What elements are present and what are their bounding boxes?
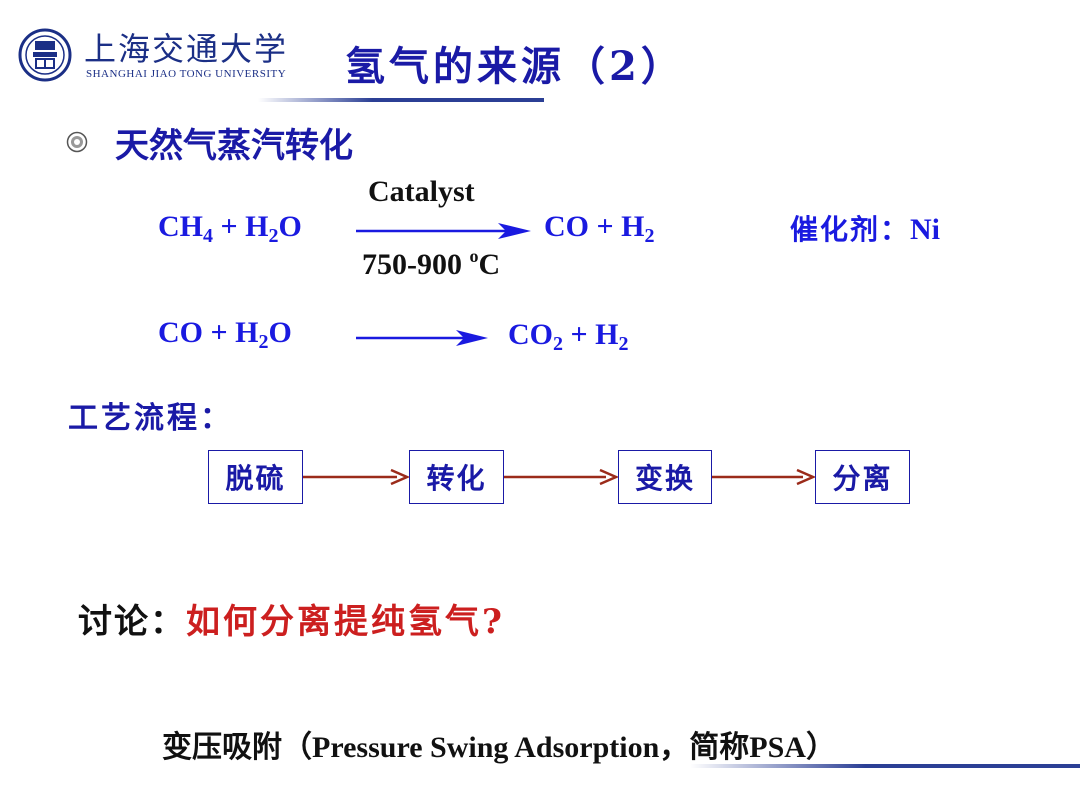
footer-rule bbox=[690, 764, 1080, 768]
answer-text: 变压吸附（Pressure Swing Adsorption，简称PSA） bbox=[162, 731, 836, 764]
reaction1-arrow-icon bbox=[356, 223, 531, 239]
slide-title: 氢气的来源（2） bbox=[345, 43, 685, 90]
reaction2-products: CO2 + H2 bbox=[508, 318, 629, 355]
discussion-line: 讨论：如何分离提纯氢气? bbox=[78, 594, 505, 643]
logo-text-en: SHANGHAI JIAO TONG UNIVERSITY bbox=[86, 68, 287, 80]
reaction1-temperature: 750-900 oC bbox=[362, 246, 501, 281]
university-seal-icon bbox=[18, 28, 72, 82]
process-step-desulfurization: 脱硫 bbox=[208, 450, 303, 504]
catalyst-note: 催化剂：Ni bbox=[790, 213, 941, 246]
process-step-reforming: 转化 bbox=[409, 450, 504, 504]
bullet-heading: 天然气蒸汽转化 bbox=[115, 126, 353, 166]
university-logo: 上海交通大学 SHANGHAI JIAO TONG UNIVERSITY bbox=[18, 22, 288, 86]
reaction1-catalyst: Catalyst bbox=[368, 175, 475, 208]
reaction2-reactants: CO + H2O bbox=[158, 316, 292, 353]
title-underline bbox=[258, 98, 544, 102]
flow-arrow-icon bbox=[504, 468, 618, 486]
reaction2-arrow-icon bbox=[356, 330, 488, 346]
reaction1-products: CO + H2 bbox=[544, 210, 655, 247]
discussion-label: 讨论： bbox=[78, 602, 186, 642]
process-label: 工艺流程： bbox=[68, 401, 233, 436]
bullet-seal-icon bbox=[66, 131, 88, 153]
process-step-separation: 分离 bbox=[815, 450, 910, 504]
flow-arrow-icon bbox=[303, 468, 409, 486]
flow-arrow-icon bbox=[712, 468, 815, 486]
reaction1-reactants: CH4 + H2O bbox=[158, 210, 302, 247]
discussion-question: 如何分离提纯氢气? bbox=[186, 602, 505, 642]
logo-text-cn: 上海交通大学 bbox=[84, 30, 289, 68]
process-step-shift: 变换 bbox=[618, 450, 712, 504]
